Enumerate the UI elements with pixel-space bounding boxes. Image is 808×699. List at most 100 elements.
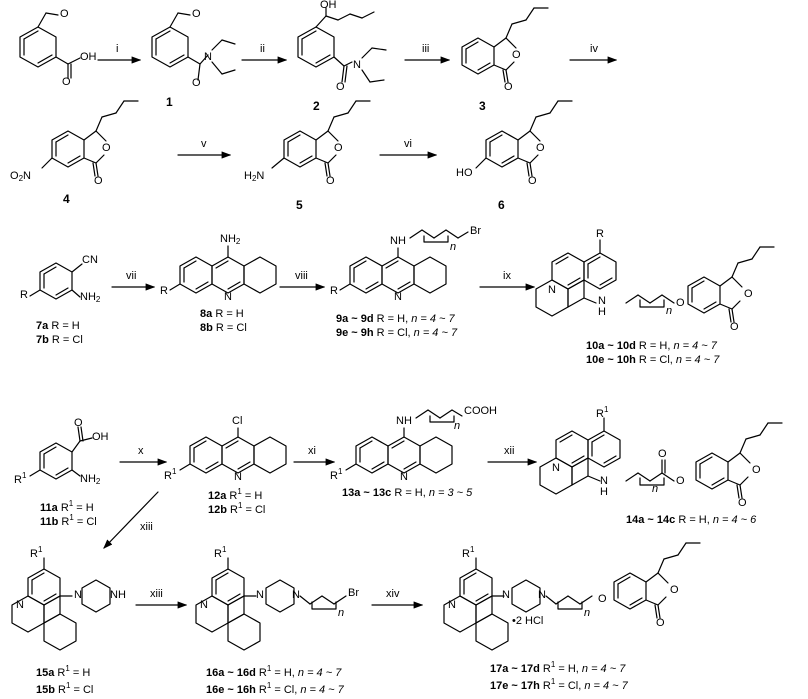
atom-n: N: [394, 291, 402, 303]
atom-n-index: n: [652, 483, 659, 495]
caption-7a: 7a R = H: [36, 320, 80, 332]
atom-r1: R1: [214, 545, 227, 560]
caption-15a: 15a R1 = H: [36, 664, 91, 679]
structure-compound-6: [475, 100, 573, 177]
reagent-label-i: i: [116, 43, 119, 55]
atom-r1: R1: [164, 467, 177, 482]
atom-n: N: [234, 471, 242, 483]
atom-nh2: NH2: [220, 233, 241, 246]
atom-r: R: [596, 228, 604, 240]
atom-n: N: [448, 599, 456, 611]
atom-o: O: [102, 142, 111, 154]
structure-phthalaldehydic-acid: [19, 12, 81, 79]
structure-compound-9: [339, 229, 469, 294]
atom-n: N: [292, 589, 300, 601]
atom-n-index: n: [584, 607, 591, 619]
reagent-label-viii: viii: [295, 270, 308, 282]
structure-compound-10: [535, 239, 775, 323]
atom-n: N: [16, 599, 24, 611]
atom-r1: R1: [596, 405, 609, 420]
reagent-label-iv: iv: [590, 43, 598, 55]
atom-o: O: [536, 142, 545, 154]
atom-o: O: [192, 77, 201, 89]
atom-nh: NH: [110, 589, 126, 601]
atom-r: R: [330, 285, 338, 297]
atom-o: O: [744, 288, 753, 300]
structure-compound-5: [271, 100, 371, 177]
caption-17e: 17e ~ 17h R1 = Cl, n = 4 ~ 7: [490, 677, 628, 692]
atom-o: O: [730, 321, 739, 333]
atom-n: N: [400, 471, 408, 483]
structure-compound-11: [29, 426, 93, 480]
caption-16e: 16e ~ 16h R1 = Cl, n = 4 ~ 7: [206, 681, 344, 696]
atom-o: O: [528, 175, 537, 187]
atom-nh: NH: [390, 235, 406, 247]
caption-13a: 13a ~ 13c R = H, n = 3 ~ 5: [342, 487, 473, 499]
atom-o: O: [192, 8, 201, 20]
salt-label: •2 HCl: [512, 615, 544, 627]
atom-n: N: [552, 462, 560, 474]
atom-o: O: [334, 142, 343, 154]
atom-o: O: [326, 175, 335, 187]
atom-ho: HO: [456, 167, 473, 179]
structure-compound-3: [461, 7, 549, 83]
atom-o: O: [658, 448, 667, 460]
caption-8a: 8a R = H: [200, 308, 244, 320]
atom-r1: R1: [30, 545, 43, 560]
atom-r1: R1: [14, 471, 27, 486]
atom-o: O: [676, 297, 685, 309]
structure-compound-7: [29, 262, 83, 300]
caption-10a: 10a ~ 10d R = H, n = 4 ~ 7: [586, 340, 717, 352]
atom-cn: CN: [82, 254, 98, 266]
atom-r1: R1: [462, 545, 475, 560]
atom-o: O: [752, 464, 761, 476]
structure-compound-16: [195, 557, 347, 651]
reagent-label-xi: xi: [308, 445, 316, 457]
atom-n: N: [353, 59, 361, 71]
caption-10e: 10e ~ 10h R = Cl, n = 4 ~ 7: [586, 354, 720, 366]
atom-r1: R1: [330, 467, 343, 482]
atom-oh: OH: [320, 0, 337, 11]
atom-n-index: n: [450, 241, 457, 253]
reagent-label-ix: ix: [503, 270, 511, 282]
caption-9e: 9e ~ 9h R = Cl, n = 4 ~ 7: [336, 327, 458, 339]
atom-o: O: [504, 81, 513, 93]
atom-n: N: [502, 589, 510, 601]
atom-n-index: n: [454, 420, 461, 432]
caption-14a: 14a ~ 14c R = H, n = 4 ~ 6: [626, 514, 757, 526]
atom-o: O: [676, 475, 685, 487]
compound-number-5: 5: [296, 198, 303, 212]
reagent-label-xiii-down: xiii: [140, 521, 153, 533]
reagent-label-xiv: xiv: [386, 588, 400, 600]
atom-o: O: [60, 8, 69, 20]
structure-compound-12: [179, 427, 287, 474]
atom-r: R: [160, 285, 168, 297]
atom-o: O: [670, 584, 679, 596]
atom-r: R: [20, 289, 28, 301]
atom-n: N: [548, 284, 556, 296]
reagent-label-xii: xii: [504, 445, 515, 457]
reagent-label-ii: ii: [260, 43, 265, 55]
caption-15b: 15b R1 = Cl: [36, 681, 94, 696]
atom-n-index: n: [338, 607, 345, 619]
atom-n-index: n: [666, 305, 673, 317]
atom-br: Br: [348, 587, 359, 599]
caption-12a: 12a R1 = H: [208, 487, 263, 502]
compound-number-2: 2: [313, 99, 320, 113]
atom-o: O: [74, 417, 83, 429]
atom-n: N: [200, 599, 208, 611]
atom-o: O: [598, 593, 607, 605]
arrow-xiii-down: [103, 491, 159, 549]
reaction-arrows: [97, 56, 618, 609]
structure-compound-2: [297, 7, 387, 83]
atom-n: N: [224, 291, 232, 303]
structure-compound-17: [443, 542, 701, 651]
structure-compound-1: [151, 12, 236, 81]
atom-nh: NH: [396, 415, 412, 427]
atom-n: N: [538, 589, 546, 601]
structure-compound-15: [11, 557, 111, 651]
reagent-label-iii: iii: [422, 43, 430, 55]
reagent-label-x: x: [138, 445, 144, 457]
